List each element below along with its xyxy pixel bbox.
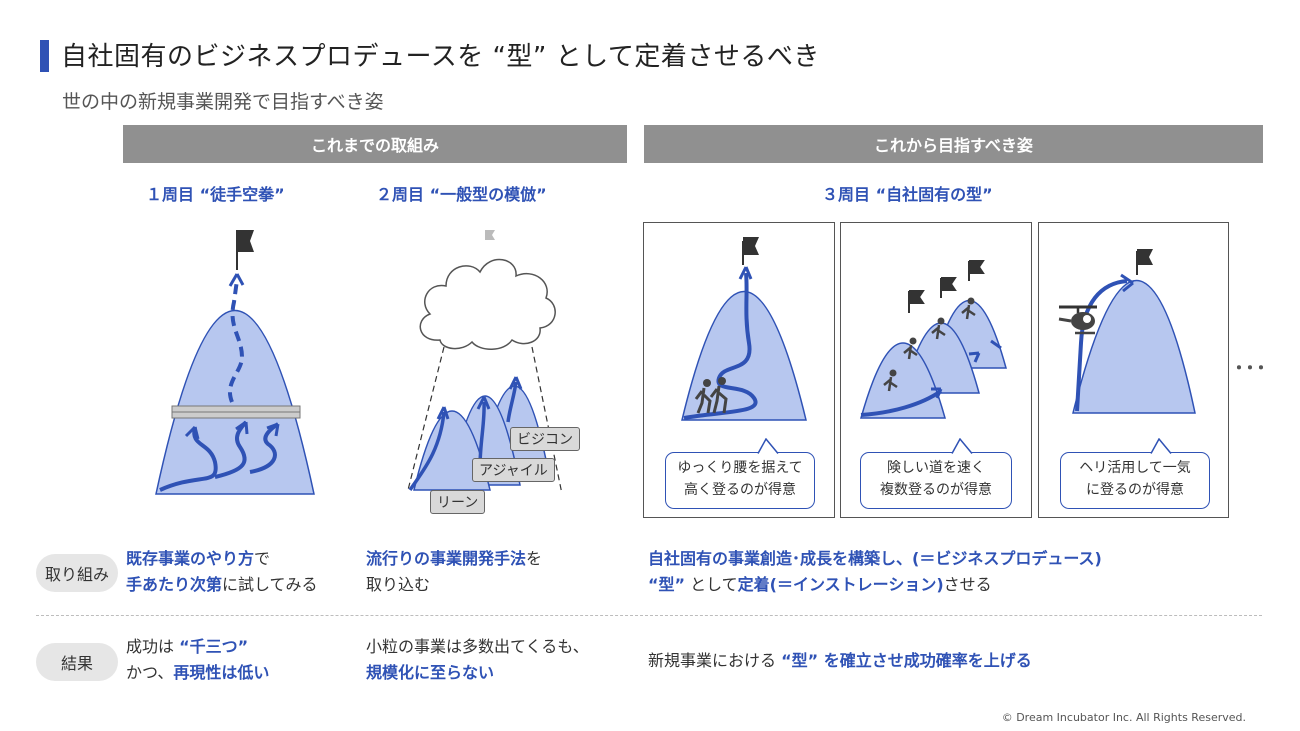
highlight-text: “型” を確立させ成功確率を上げる bbox=[781, 651, 1032, 670]
highlight-text: “型” bbox=[648, 575, 686, 594]
text-line: 自社固有の事業創造･成長を構築し、(＝ビジネスプロデュース) bbox=[648, 546, 1102, 572]
highlight-text: 定着(＝インストレーション) bbox=[737, 575, 944, 594]
page-subtitle: 世の中の新規事業開発で目指すべき姿 bbox=[62, 91, 384, 113]
bubble-line-2: 複数登るのが得意 bbox=[880, 482, 992, 498]
bubble-line-2: 高く登るのが得意 bbox=[684, 482, 796, 498]
body-text: 小粒の事業は多数出てくるも、 bbox=[366, 637, 589, 656]
body-text: かつ、 bbox=[126, 663, 174, 682]
body-text: 成功は bbox=[126, 637, 180, 656]
mountain-illustration-first bbox=[155, 230, 315, 495]
text-line: 取り込む bbox=[366, 572, 542, 598]
text-line: 流行りの事業開発手法を bbox=[366, 546, 542, 572]
title-accent-bar bbox=[40, 40, 49, 72]
highlight-text: 再現性は低い bbox=[173, 663, 270, 682]
copyright: © Dream Incubator Inc. All Rights Reserv… bbox=[1001, 711, 1246, 724]
tag-lean: リーン bbox=[430, 490, 486, 514]
efforts-col1: 既存事業のやり方で手あたり次第に試してみる bbox=[126, 546, 318, 598]
tag-bizcon: ビジコン bbox=[510, 427, 580, 451]
text-line: 小粒の事業は多数出てくるも、 bbox=[366, 634, 589, 660]
text-line: 成功は “千三つ” bbox=[126, 634, 269, 660]
results-col3: 新規事業における “型” を確立させ成功確率を上げる bbox=[648, 648, 1032, 674]
body-text: に試してみる bbox=[222, 575, 318, 594]
highlight-text: “千三つ” bbox=[179, 637, 249, 656]
lap-third-label: ３周目 “自社固有の型” bbox=[822, 185, 993, 204]
text-line: 既存事業のやり方で bbox=[126, 546, 318, 572]
results-col2: 小粒の事業は多数出てくるも、規模化に至らない bbox=[366, 634, 589, 686]
speech-bubble-slow: ゆっくり腰を据えて 高く登るのが得意 bbox=[665, 452, 815, 509]
highlight-text: 流行りの事業開発手法 bbox=[366, 549, 527, 568]
text-line: 新規事業における “型” を確立させ成功確率を上げる bbox=[648, 648, 1032, 674]
bubble-tail-slow bbox=[757, 438, 779, 454]
header-current-efforts: これまでの取組み bbox=[123, 125, 627, 163]
highlight-text: 規模化に至らない bbox=[366, 663, 495, 682]
bubble-line-1: ヘリ活用して一気 bbox=[1079, 460, 1191, 476]
highlight-text: 既存事業のやり方 bbox=[126, 549, 255, 568]
speech-bubble-helicopter: ヘリ活用して一気 に登るのが得意 bbox=[1060, 452, 1210, 509]
tag-agile: アジャイル bbox=[472, 458, 555, 482]
body-text: で bbox=[254, 549, 271, 568]
speech-bubble-multi: 険しい道を速く 複数登るのが得意 bbox=[860, 452, 1012, 509]
bubble-tail-multi bbox=[951, 438, 973, 454]
page-title: 自社固有のビジネスプロデュースを “型” として定着させるべき bbox=[61, 42, 820, 72]
body-text: させる bbox=[943, 575, 992, 594]
text-line: 規模化に至らない bbox=[366, 660, 589, 686]
body-text: 取り込む bbox=[366, 575, 431, 594]
row-label-results: 結果 bbox=[36, 643, 118, 681]
bubble-line-1: ゆっくり腰を据えて bbox=[677, 460, 803, 476]
mountain-illustration-multi bbox=[860, 260, 1007, 419]
body-text: を bbox=[526, 549, 543, 568]
efforts-col3: 自社固有の事業創造･成長を構築し、(＝ビジネスプロデュース) “型” として定着(… bbox=[648, 546, 1102, 598]
efforts-col2: 流行りの事業開発手法を取り込む bbox=[366, 546, 542, 598]
bubble-tail-helicopter bbox=[1150, 438, 1172, 454]
lap-second-label: ２周目 “一般型の模倣” bbox=[376, 185, 547, 204]
header-target-state: これから目指すべき姿 bbox=[644, 125, 1263, 163]
results-col1: 成功は “千三つ”かつ、再現性は低い bbox=[126, 634, 269, 686]
text-line: “型” として定着(＝インストレーション)させる bbox=[648, 572, 1102, 598]
body-text: 新規事業における bbox=[648, 651, 782, 670]
text-line: 手あたり次第に試してみる bbox=[126, 572, 318, 598]
highlight-text: 自社固有の事業創造･成長を構築し、(＝ビジネスプロデュース) bbox=[648, 549, 1102, 568]
bubble-line-1: 険しい道を速く bbox=[887, 460, 985, 476]
lap-first-label: １周目 “徒手空拳” bbox=[146, 185, 285, 204]
body-text: として bbox=[685, 575, 738, 594]
mountain-illustration-slow bbox=[681, 237, 807, 421]
mountain-illustration-helicopter bbox=[1058, 249, 1196, 414]
highlight-text: 手あたり次第 bbox=[126, 575, 223, 594]
row-label-efforts: 取り組み bbox=[36, 554, 118, 592]
bubble-line-2: に登るのが得意 bbox=[1086, 482, 1184, 498]
section-divider bbox=[36, 615, 1262, 616]
text-line: かつ、再現性は低い bbox=[126, 660, 269, 686]
more-ellipsis: ･･･ bbox=[1234, 356, 1267, 380]
